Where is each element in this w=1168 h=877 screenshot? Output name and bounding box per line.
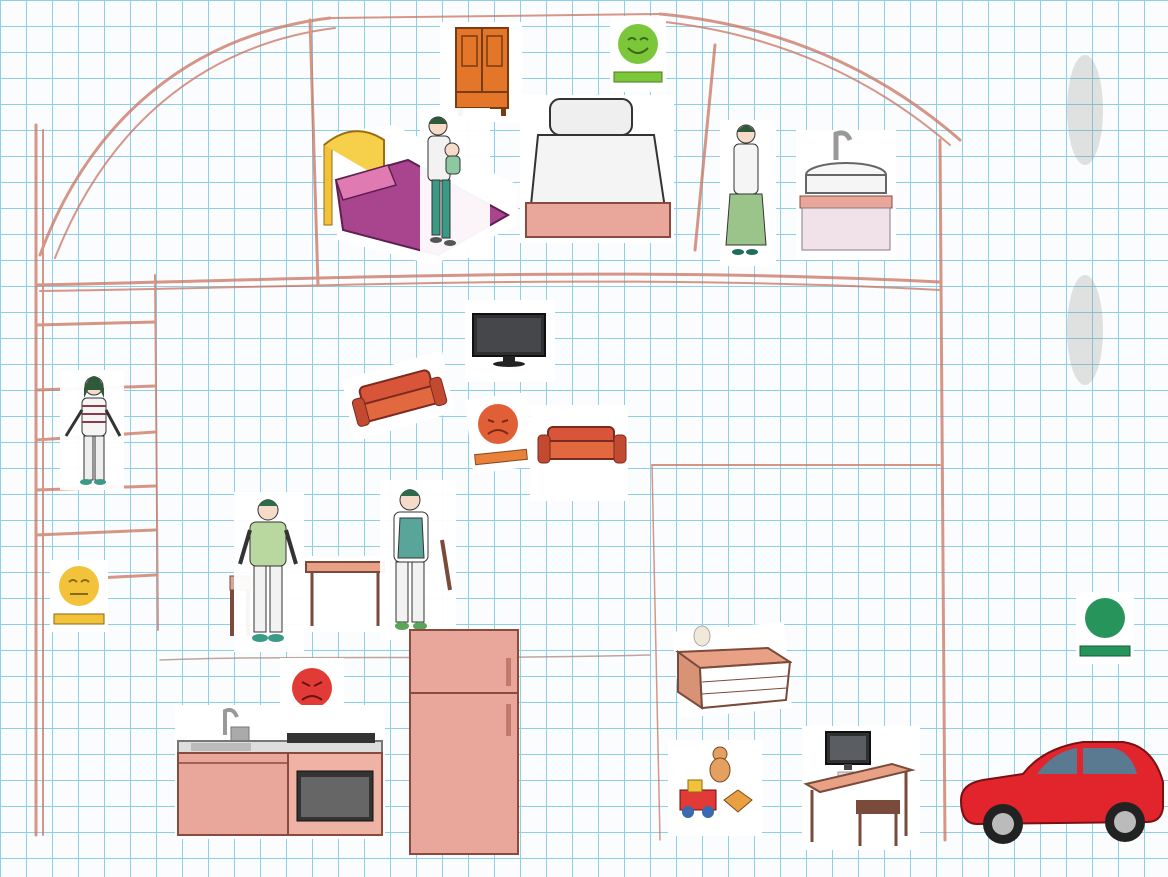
car-sticker xyxy=(955,740,1165,852)
toys-sticker xyxy=(668,740,762,836)
sad-emotion-sticker xyxy=(465,392,535,474)
neutral-emotion-sticker xyxy=(50,560,108,632)
calm-emotion-sticker xyxy=(1076,592,1134,664)
single-bed-sticker xyxy=(520,95,674,243)
dining-table-sticker xyxy=(302,556,388,632)
teenage-girl-sticker xyxy=(60,370,124,490)
wardrobe-sticker xyxy=(440,22,522,122)
kitchen-counter-sticker xyxy=(175,705,385,839)
sofa-sticker xyxy=(530,405,628,501)
sofa-sticker xyxy=(342,350,454,442)
refrigerator-sticker xyxy=(408,628,520,856)
grandfather-sticker xyxy=(380,480,456,640)
bathroom-sink-sticker xyxy=(796,130,896,260)
man-green-sweater-sticker xyxy=(234,492,304,652)
dresser-sticker xyxy=(672,622,792,718)
computer-desk-sticker xyxy=(802,726,920,850)
happy-emotion-sticker xyxy=(610,16,666,92)
mother-with-baby-sticker xyxy=(420,108,490,258)
television-sticker xyxy=(465,300,555,382)
grandmother-sticker xyxy=(720,120,776,266)
